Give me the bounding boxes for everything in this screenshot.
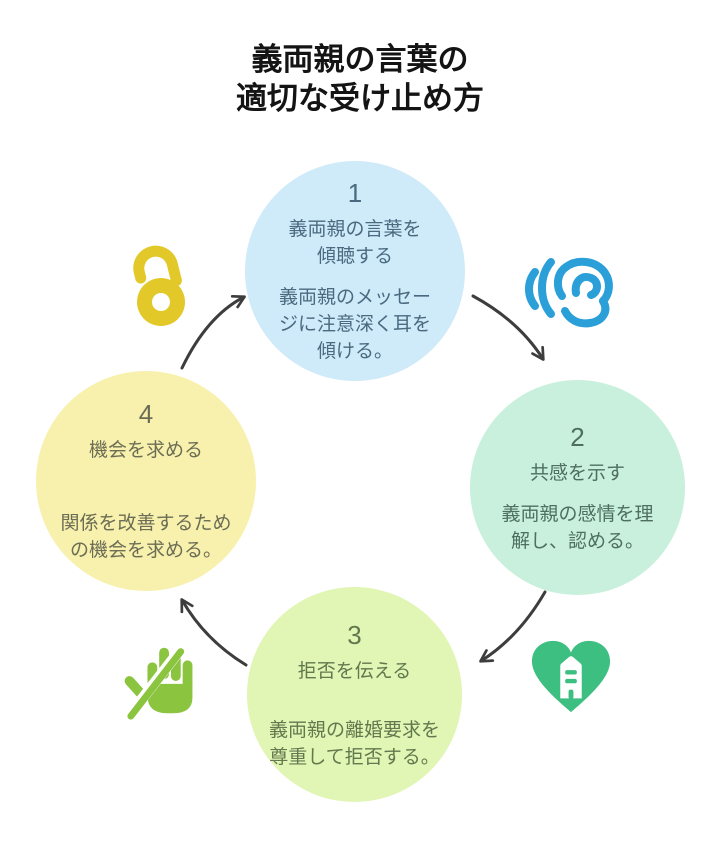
step-number: 3 — [347, 619, 362, 650]
step-circle-3: 3 拒否を伝える 義両親の離婚要求を 尊重して拒否する。 — [247, 587, 462, 802]
arrow-step4-to-step1 — [180, 294, 246, 370]
step-number: 1 — [347, 178, 363, 208]
step-number: 2 — [570, 421, 585, 452]
step-heading: 共感を示す — [529, 462, 625, 484]
step-heading: 義両親の言葉を 傾聴する — [288, 219, 422, 267]
step-body: 義両親の離婚要求を 尊重して拒否する。 — [268, 719, 440, 768]
step-circle-1: 1 義両親の言葉を 傾聴する 義両親のメッセー ジに注意深く耳を 傾ける。 — [245, 161, 465, 381]
step-heading: 拒否を伝える — [297, 660, 412, 682]
page-title: 義両親の言葉の 適切な受け止め方 — [236, 42, 484, 116]
arrow-step3-to-step4 — [180, 598, 248, 667]
hand-stop-icon — [124, 643, 193, 721]
arrow-step1-to-step2 — [471, 294, 545, 361]
open-lock-icon — [133, 245, 185, 326]
step-circle-4: 4 機会を求める 関係を改善するため の機会を求める。 — [36, 371, 256, 591]
heart-lock-icon — [531, 640, 611, 713]
step-body: 義両親の感情を理 解し、認める。 — [501, 503, 654, 552]
step-body: 義両親のメッセー ジに注意深く耳を 傾ける。 — [278, 287, 431, 362]
step-circle-2: 2 共感を示す 義両親の感情を理 解し、認める。 — [470, 380, 685, 595]
arrow-step2-to-step3 — [479, 590, 547, 663]
step-body: 関係を改善するため の機会を求める。 — [60, 513, 232, 561]
step-heading: 機会を求める — [88, 440, 203, 461]
listening-ear-icon — [525, 257, 613, 328]
step-number: 4 — [138, 399, 154, 429]
